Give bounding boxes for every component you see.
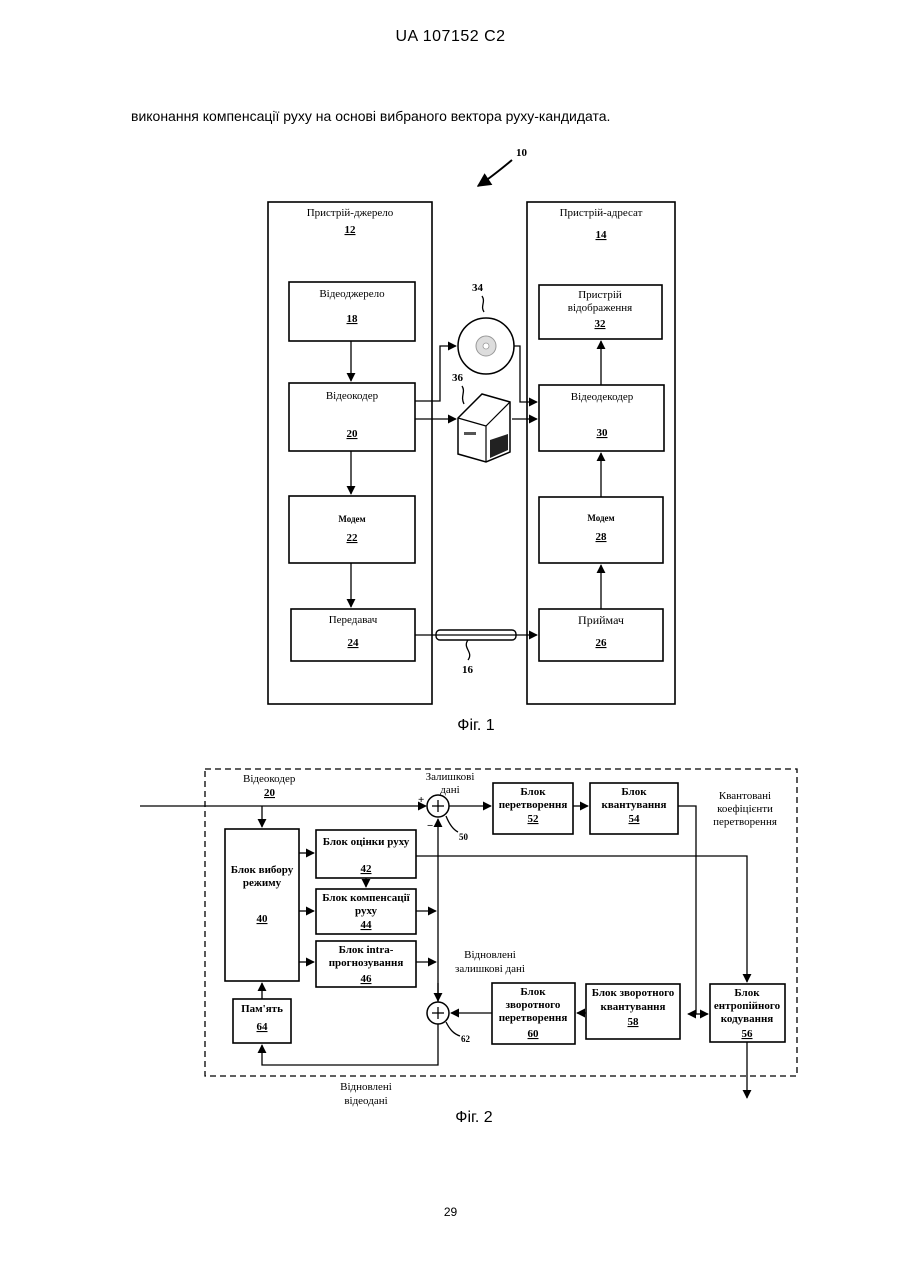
source-device-ref: 12: [345, 224, 357, 236]
transmitter-label: Передавач: [329, 614, 378, 626]
modem-src-label: Модем: [338, 514, 365, 524]
display-label-1: Пристрій: [578, 289, 622, 301]
display-ref: 32: [595, 318, 607, 330]
file-server-icon: [458, 394, 510, 462]
transform-ref: 52: [528, 813, 540, 825]
page-number: 29: [0, 1205, 901, 1219]
fig2-caption: Фіг. 2: [455, 1109, 492, 1126]
entropy-label-3: кодування: [721, 1013, 774, 1025]
mode-select-box: [225, 829, 299, 981]
motion-est-ref: 42: [361, 863, 373, 875]
restored-video-1: Відновлені: [340, 1081, 392, 1093]
transform-label-1: Блок: [520, 786, 546, 798]
source-device-label: Пристрій-джерело: [307, 207, 394, 219]
memory-ref: 64: [257, 1021, 269, 1033]
quant-label-2: квантування: [602, 799, 667, 811]
restored-residual-1: Відновлені: [464, 949, 516, 961]
dest-device-ref: 14: [596, 229, 608, 241]
adder-bottom-ref: 62: [461, 1034, 471, 1044]
video-encoder-ref: 20: [347, 428, 359, 440]
figure-1: 10 Пристрій-джерело 12 Пристрій-адресат …: [268, 147, 675, 734]
system-ref: 10: [516, 147, 528, 159]
adder-top-plus: +: [418, 794, 424, 806]
transmitter-ref: 24: [348, 637, 360, 649]
system-ref-arrow: [478, 160, 512, 186]
display-label-2: відображення: [568, 302, 633, 314]
quant-coeffs-2: коефіцієнти: [717, 803, 773, 815]
intra-label-2: прогнозування: [329, 957, 404, 969]
quant-coeffs-3: перетворення: [713, 816, 777, 828]
video-source-ref: 18: [347, 313, 359, 325]
transform-label-2: перетворення: [499, 799, 568, 811]
modem-dst-ref: 28: [596, 531, 608, 543]
inv-transform-label-2: зворотного: [506, 999, 561, 1011]
mode-select-label-1: Блок вибору: [231, 864, 294, 876]
motion-comp-label-1: Блок компенсації: [322, 892, 410, 904]
intra-ref: 46: [361, 973, 373, 985]
restored-residual-2: залишкові дані: [455, 963, 525, 975]
quant-label-1: Блок: [621, 786, 647, 798]
inv-quant-label-2: квантування: [601, 1001, 666, 1013]
server-ref: 36: [452, 372, 464, 384]
modem-dst-box: [539, 497, 663, 563]
video-source-label: Відеоджерело: [319, 288, 385, 300]
receiver-label: Приймач: [578, 613, 624, 627]
figure-2: Відеокодер 20 Залишкові дані + − 50 Блок…: [140, 769, 797, 1126]
residual-label-1: Залишкові: [426, 771, 475, 783]
disc-ref: 34: [472, 282, 484, 294]
entropy-label-1: Блок: [734, 987, 760, 999]
motion-comp-ref: 44: [361, 919, 373, 931]
channel-ref: 16: [462, 664, 474, 676]
intra-label-1: Блок intra-: [339, 944, 394, 956]
receiver-ref: 26: [596, 637, 608, 649]
modem-src-box: [289, 496, 415, 563]
residual-label-2: дані: [440, 784, 459, 796]
dest-device-label: Пристрій-адресат: [560, 207, 643, 219]
restored-video-2: відеодані: [344, 1095, 387, 1107]
motion-est-label: Блок оцінки руху: [323, 836, 410, 848]
memory-label: Пам'ять: [241, 1003, 283, 1015]
video-encoder-label: Відеокодер: [326, 390, 379, 402]
inv-quant-label-1: Блок зворотного: [592, 987, 675, 999]
motion-comp-label-2: руху: [355, 905, 378, 917]
adder-top-ref: 50: [459, 832, 469, 842]
inv-transform-label-1: Блок: [520, 986, 546, 998]
encoder-ref: 20: [264, 787, 276, 799]
encoder-label: Відеокодер: [243, 773, 296, 785]
entropy-label-2: ентропійного: [714, 1000, 781, 1012]
mode-select-ref: 40: [257, 913, 269, 925]
inv-transform-label-3: перетворення: [499, 1012, 568, 1024]
inv-transform-ref: 60: [528, 1028, 540, 1040]
inv-quant-ref: 58: [628, 1016, 640, 1028]
video-decoder-ref: 30: [597, 427, 609, 439]
modem-dst-label: Модем: [587, 513, 614, 523]
video-decoder-label: Відеодекодер: [571, 391, 634, 403]
fig1-caption: Фіг. 1: [457, 717, 494, 734]
modem-src-ref: 22: [347, 532, 359, 544]
quant-ref: 54: [629, 813, 641, 825]
entropy-ref: 56: [742, 1028, 754, 1040]
quant-coeffs-1: Квантовані: [719, 790, 771, 802]
adder-top-minus: −: [427, 820, 433, 832]
mode-select-label-2: режиму: [243, 877, 282, 889]
